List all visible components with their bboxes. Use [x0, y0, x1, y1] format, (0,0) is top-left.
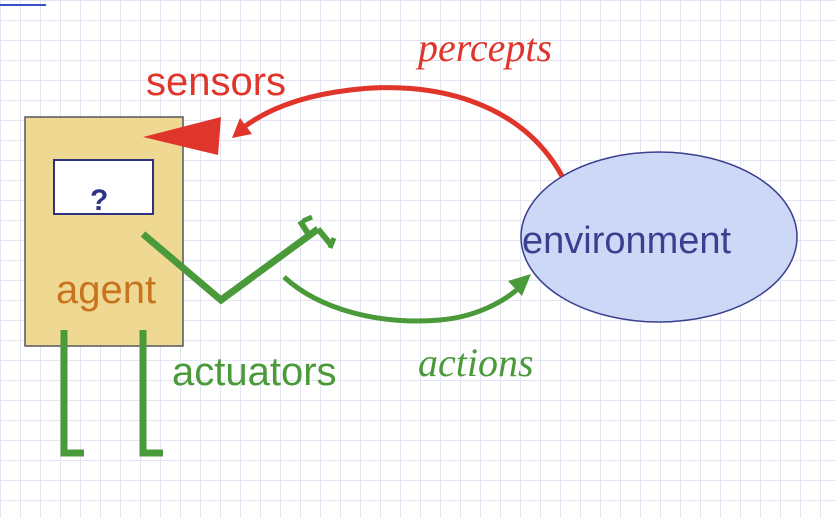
environment-label: environment: [522, 220, 732, 262]
agent-right-leg: [139, 330, 163, 457]
sensor-triangle: [143, 117, 221, 155]
actions-arrow: [282, 275, 524, 324]
sensors-label: sensors: [146, 60, 287, 104]
actuators-label: actuators: [172, 350, 337, 394]
actuator-gripper: [297, 219, 312, 237]
actuator-arm: [140, 226, 321, 305]
question-mark: ?: [90, 184, 109, 217]
agent-label: agent: [56, 268, 157, 312]
percepts-arrow: [238, 85, 565, 178]
percepts-arrowhead: [232, 118, 252, 138]
top-accent-line: [0, 4, 46, 6]
percepts-label: percepts: [418, 25, 553, 70]
agent-left-leg: [60, 330, 84, 457]
actions-label: actions: [418, 340, 534, 385]
actions-arrowhead: [508, 274, 531, 296]
environment-ellipse: [520, 151, 798, 323]
agent-inner-screen: [53, 159, 154, 215]
agent-box: [24, 116, 184, 347]
